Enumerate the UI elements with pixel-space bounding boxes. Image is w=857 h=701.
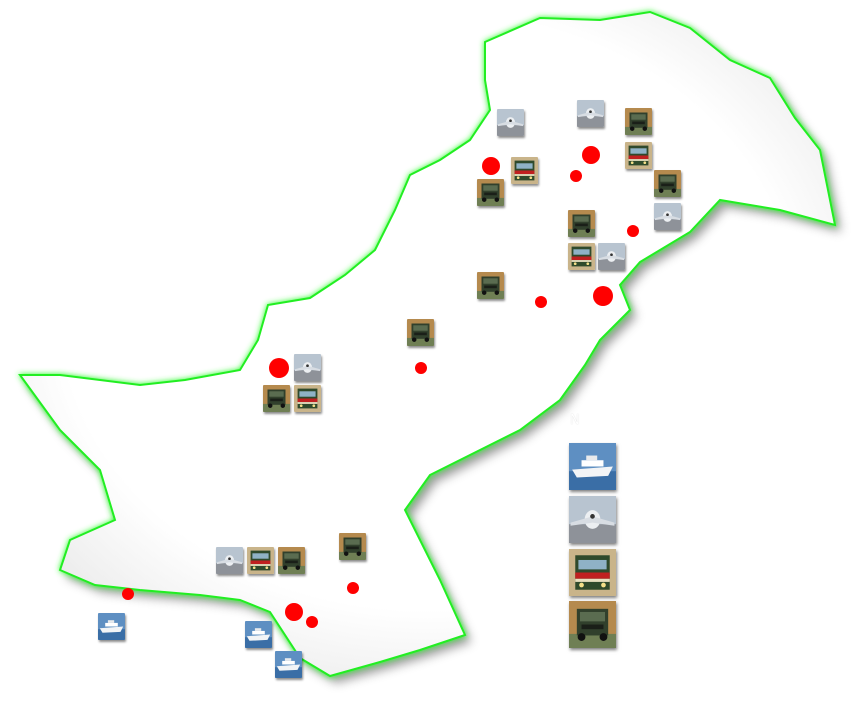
train-icon[interactable]	[569, 549, 616, 596]
truck-icon[interactable]	[477, 179, 504, 206]
airplane-icon[interactable]	[654, 203, 681, 230]
truck-icon[interactable]	[625, 108, 652, 135]
truck-icon[interactable]	[654, 170, 681, 197]
airplane-icon[interactable]	[598, 243, 625, 270]
truck-icon[interactable]	[278, 547, 305, 574]
city-dot[interactable]	[347, 582, 359, 594]
truck-icon[interactable]	[407, 319, 434, 346]
city-dot[interactable]	[269, 358, 289, 378]
truck-icon[interactable]	[263, 385, 290, 412]
airplane-icon[interactable]	[497, 109, 524, 136]
train-icon[interactable]	[568, 243, 595, 270]
city-dot[interactable]	[482, 157, 500, 175]
ship-icon[interactable]	[245, 621, 272, 648]
truck-icon[interactable]	[477, 272, 504, 299]
train-icon[interactable]	[294, 385, 321, 412]
truck-icon[interactable]	[339, 533, 366, 560]
city-dot[interactable]	[570, 170, 582, 182]
train-icon[interactable]	[625, 142, 652, 169]
train-icon[interactable]	[511, 157, 538, 184]
ship-icon[interactable]	[275, 651, 302, 678]
ship-icon[interactable]	[569, 443, 616, 490]
truck-icon[interactable]	[569, 601, 616, 648]
airplane-icon[interactable]	[216, 547, 243, 574]
city-dot[interactable]	[415, 362, 427, 374]
city-dot[interactable]	[593, 286, 613, 306]
ship-icon[interactable]	[98, 613, 125, 640]
airplane-icon[interactable]	[577, 100, 604, 127]
city-dot[interactable]	[285, 603, 303, 621]
city-dot[interactable]	[627, 225, 639, 237]
train-icon[interactable]	[247, 547, 274, 574]
city-dot[interactable]	[306, 616, 318, 628]
city-dot[interactable]	[535, 296, 547, 308]
airplane-icon[interactable]	[569, 496, 616, 543]
airplane-icon[interactable]	[294, 354, 321, 381]
truck-icon[interactable]	[568, 210, 595, 237]
legend-heading: N	[570, 413, 580, 428]
city-dot[interactable]	[122, 588, 134, 600]
city-dot[interactable]	[582, 146, 600, 164]
